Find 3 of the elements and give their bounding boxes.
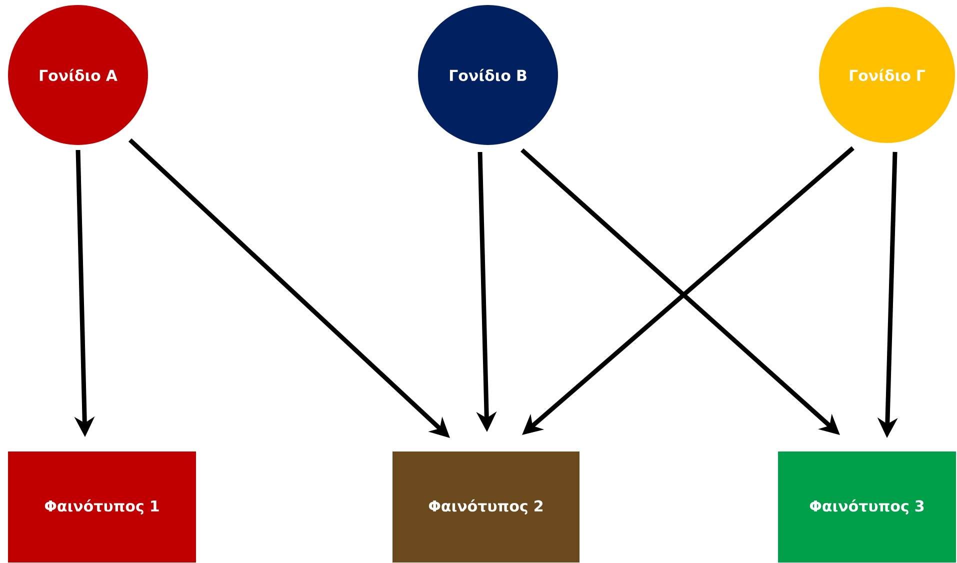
phenotype-box: Φαινότυπος 2 [392,452,580,562]
phenotype-box: Φαινότυπος 3 [778,452,956,562]
phenotype-box: Φαινότυπος 1 [8,452,196,562]
